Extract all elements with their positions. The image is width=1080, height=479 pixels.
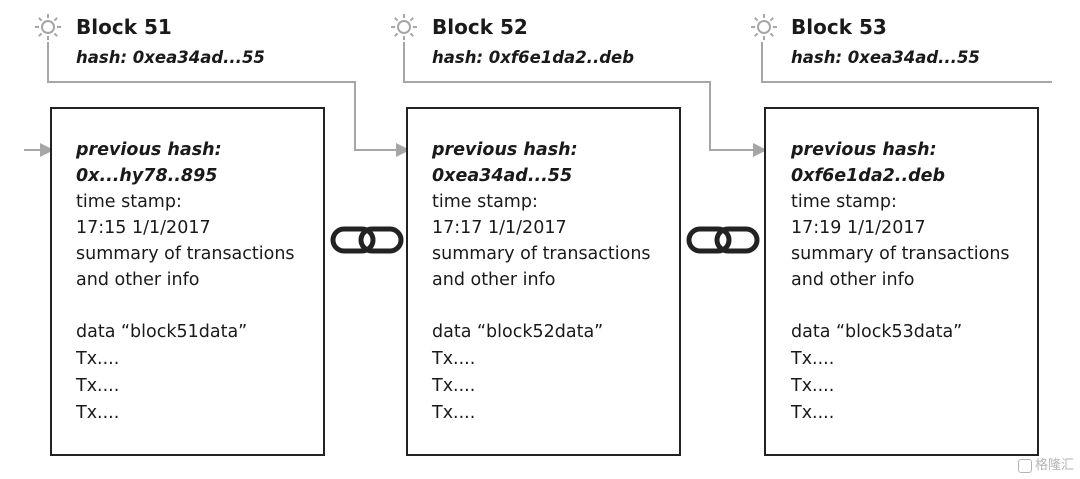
block-53-timestamp-value: 17:19 1/1/2017 xyxy=(791,218,926,238)
block-53-box xyxy=(764,107,1039,456)
block-51-summary-line-2: and other info xyxy=(76,270,200,290)
sun-icon xyxy=(35,14,61,40)
connector-52-53 xyxy=(403,42,753,151)
block-53-tx: Tx.... xyxy=(791,376,835,396)
connector-53-out xyxy=(761,42,1052,83)
block-52-prev-hash-label: previous hash: xyxy=(432,140,578,160)
block-52-data: data “block52data” xyxy=(432,322,604,342)
block-53-prev-hash-label: previous hash: xyxy=(791,140,937,160)
block-51-title: Block 51 xyxy=(76,15,172,39)
block-51-timestamp-value: 17:15 1/1/2017 xyxy=(76,218,211,238)
sun-icon xyxy=(751,14,777,40)
block-52-prev-hash-value: 0xea34ad...55 xyxy=(432,166,573,186)
block-51-tx: Tx.... xyxy=(76,349,120,369)
block-51-timestamp-label: time stamp: xyxy=(76,192,182,212)
block-51-box xyxy=(50,107,325,456)
block-52-timestamp-value: 17:17 1/1/2017 xyxy=(432,218,567,238)
block-51-tx: Tx.... xyxy=(76,403,120,423)
block-52-tx: Tx.... xyxy=(432,376,476,396)
block-53-data: data “block53data” xyxy=(791,322,963,342)
block-53-timestamp-label: time stamp: xyxy=(791,192,897,212)
block-53-summary-line-2: and other info xyxy=(791,270,915,290)
watermark: 格隆汇 xyxy=(1017,454,1074,473)
block-53-summary-line-1: summary of transactions xyxy=(791,244,1010,264)
sun-icon xyxy=(391,14,417,40)
arrow-into-block-53 xyxy=(753,143,767,157)
block-51-prev-hash-label: previous hash: xyxy=(76,140,222,160)
block-53-hash: hash: 0xea34ad...55 xyxy=(791,48,980,67)
block-52-hash: hash: 0xf6e1da2..deb xyxy=(432,48,635,67)
block-52-tx: Tx.... xyxy=(432,403,476,423)
watermark-text: 格隆汇 xyxy=(1034,458,1074,473)
block-52-tx: Tx.... xyxy=(432,349,476,369)
connector-51-52 xyxy=(47,42,396,151)
block-52-timestamp-label: time stamp: xyxy=(432,192,538,212)
chain-link-icon xyxy=(330,226,404,254)
block-52-box xyxy=(406,107,681,456)
arrow-into-block-51 xyxy=(40,143,54,157)
arrow-into-block-52 xyxy=(396,143,410,157)
chain-link-icon xyxy=(686,226,760,254)
block-51-hash: hash: 0xea34ad...55 xyxy=(76,48,265,67)
block-53-title: Block 53 xyxy=(791,15,887,39)
watermark-logo-icon xyxy=(1017,458,1032,473)
block-52-summary-line-2: and other info xyxy=(432,270,556,290)
block-51-tx: Tx.... xyxy=(76,376,120,396)
block-52-title: Block 52 xyxy=(432,15,528,39)
block-52-summary-line-1: summary of transactions xyxy=(432,244,651,264)
block-51-data: data “block51data” xyxy=(76,322,248,342)
block-53-tx: Tx.... xyxy=(791,349,835,369)
block-51-summary-line-1: summary of transactions xyxy=(76,244,295,264)
block-53-tx: Tx.... xyxy=(791,403,835,423)
block-53-prev-hash-value: 0xf6e1da2..deb xyxy=(791,166,946,186)
block-51-prev-hash-value: 0x...hy78..895 xyxy=(76,166,218,186)
